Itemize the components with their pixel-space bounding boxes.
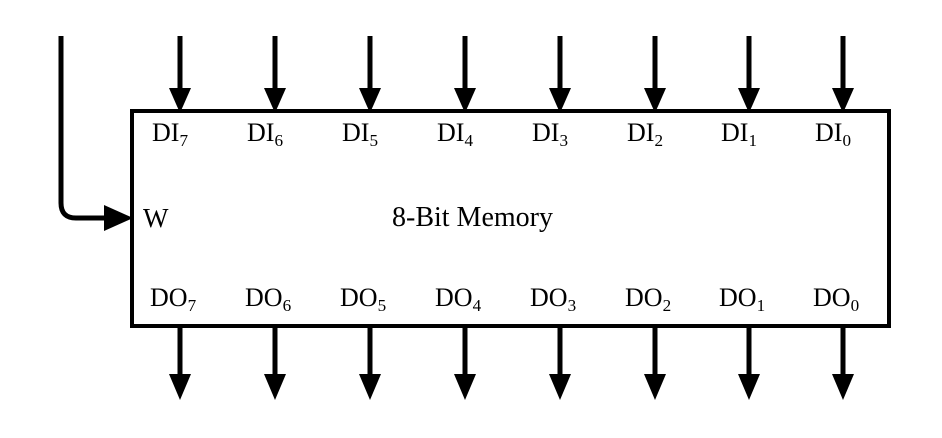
pin-label-do6: DO6 bbox=[245, 283, 292, 315]
pin-label-do2: DO2 bbox=[625, 283, 672, 315]
pin-label-do5: DO5 bbox=[340, 283, 387, 315]
output-wire-do7 bbox=[169, 326, 191, 400]
pin-label-do4: DO4 bbox=[435, 283, 482, 315]
pin-label-do3: DO3 bbox=[530, 283, 577, 315]
pin-label-do1: DO1 bbox=[719, 283, 766, 315]
pin-label-w: W bbox=[143, 203, 169, 233]
pin-label-do7: DO7 bbox=[150, 283, 197, 315]
input-wire-di7 bbox=[169, 36, 191, 113]
data-output-wires bbox=[169, 326, 854, 400]
input-wire-di2 bbox=[644, 36, 666, 113]
pin-label-di2: DI2 bbox=[627, 118, 664, 150]
output-wire-do2 bbox=[644, 326, 666, 400]
output-wire-do4 bbox=[454, 326, 476, 400]
pin-label-di5: DI5 bbox=[342, 118, 379, 150]
output-wire-do3 bbox=[549, 326, 571, 400]
control-input-wire-w bbox=[58, 36, 133, 231]
input-wire-di4 bbox=[454, 36, 476, 113]
pin-label-di7: DI7 bbox=[152, 118, 189, 150]
input-wire-di5 bbox=[359, 36, 381, 113]
input-wire-di0 bbox=[832, 36, 854, 113]
pin-label-di1: DI1 bbox=[721, 118, 758, 150]
input-wire-di3 bbox=[549, 36, 571, 113]
input-wire-di6 bbox=[264, 36, 286, 113]
pin-label-di4: DI4 bbox=[437, 118, 474, 150]
pin-label-di0: DI0 bbox=[815, 118, 852, 150]
pin-label-di6: DI6 bbox=[247, 118, 284, 150]
output-wire-do5 bbox=[359, 326, 381, 400]
input-wire-di1 bbox=[738, 36, 760, 113]
memory-block-body bbox=[130, 109, 891, 328]
output-wire-do6 bbox=[264, 326, 286, 400]
output-wire-do0 bbox=[832, 326, 854, 400]
data-input-wires bbox=[169, 36, 854, 113]
pin-label-do0: DO0 bbox=[813, 283, 860, 315]
memory-block-title: 8-Bit Memory bbox=[392, 202, 553, 233]
pin-label-di3: DI3 bbox=[532, 118, 569, 150]
output-wire-do1 bbox=[738, 326, 760, 400]
